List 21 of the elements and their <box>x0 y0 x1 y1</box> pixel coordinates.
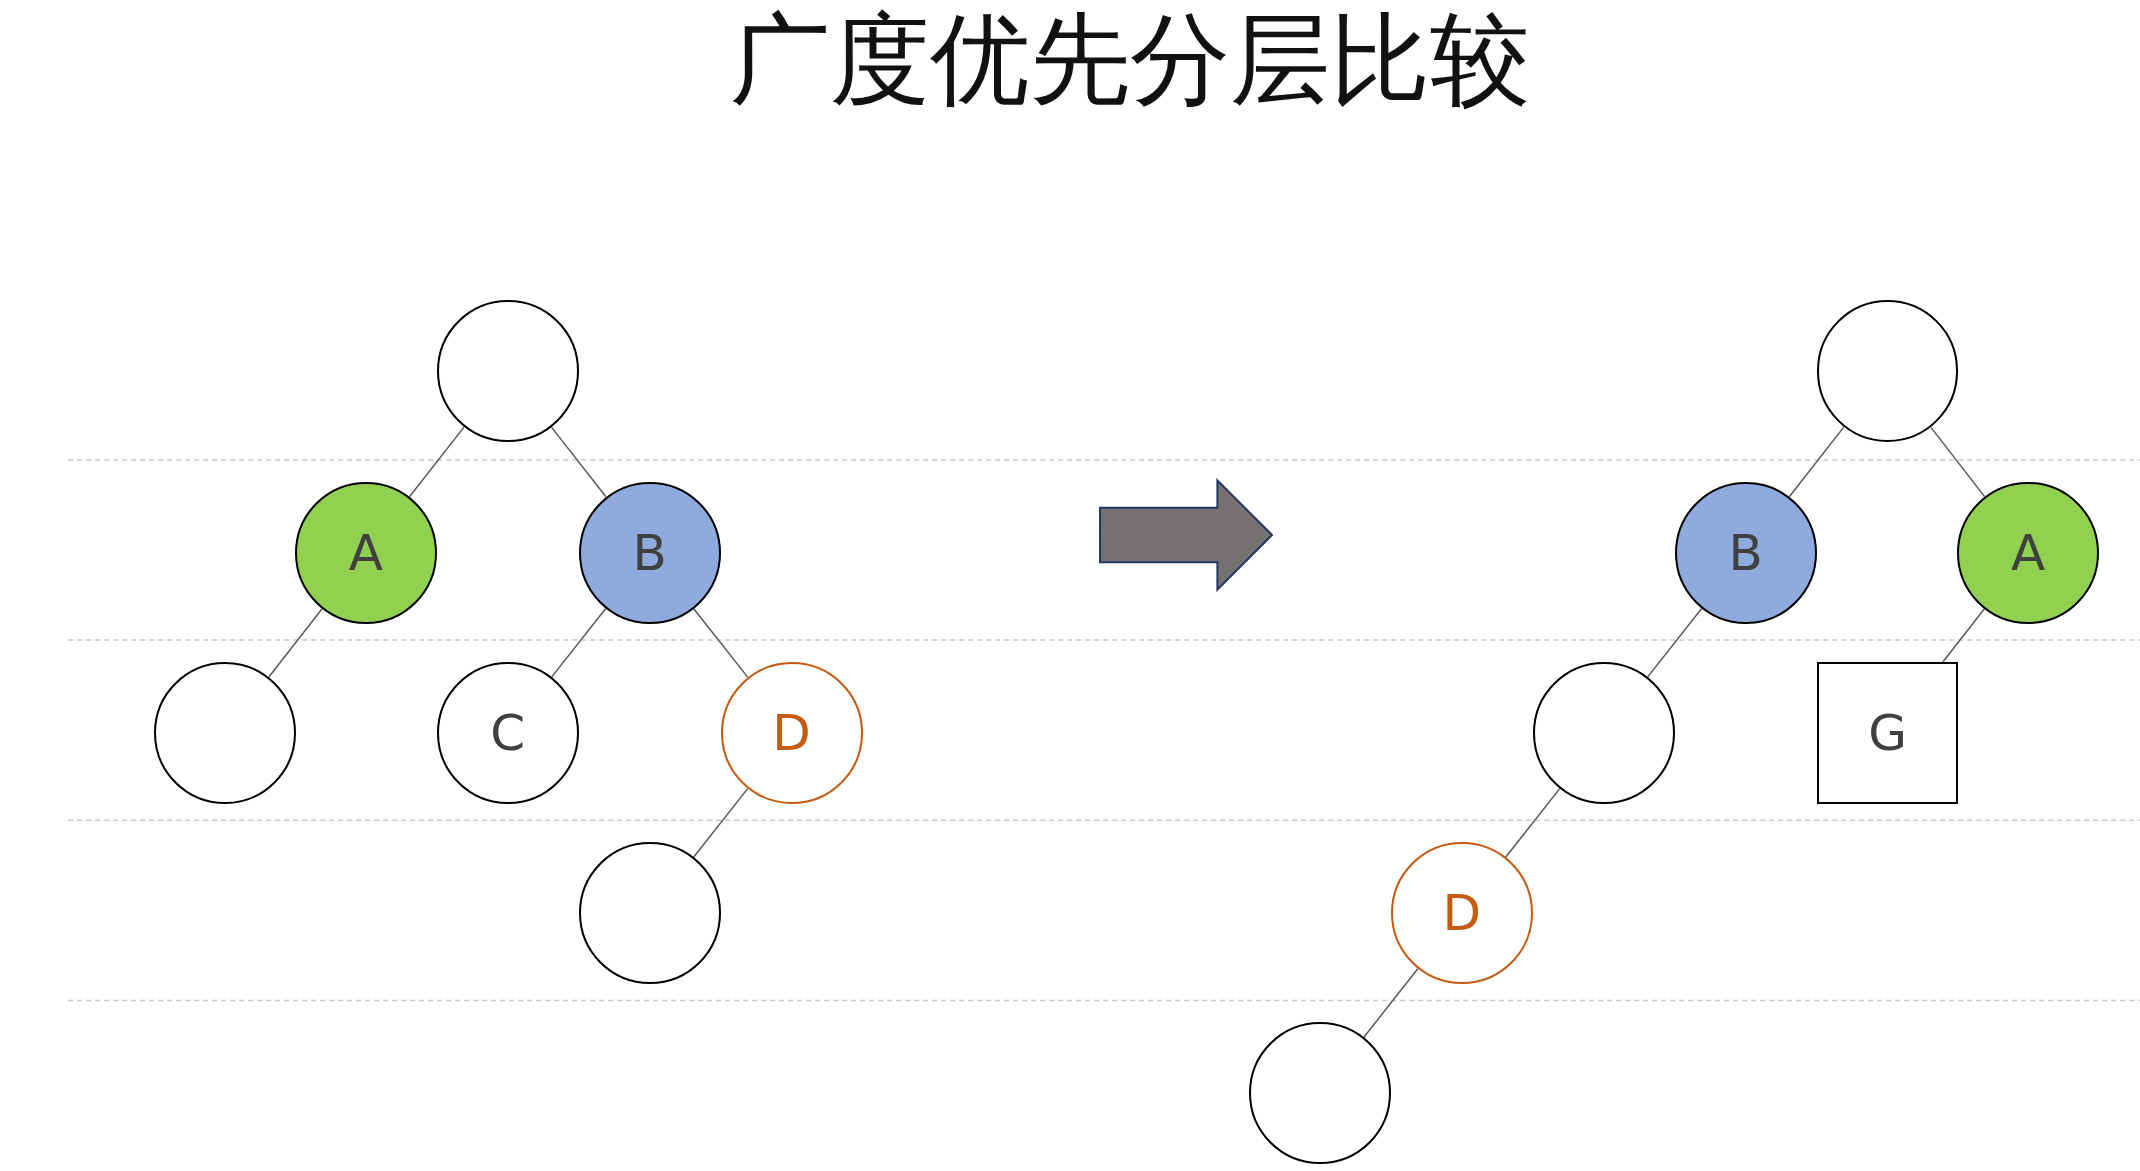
circle-node: C <box>436 661 579 804</box>
tree-edge <box>1362 968 1419 1039</box>
circle-node: D <box>720 661 863 804</box>
tree-edge <box>1930 426 1986 498</box>
circle-node: A <box>294 481 437 624</box>
circle-node: A <box>1957 481 2100 624</box>
tree-edge <box>692 607 749 678</box>
circle-node: D <box>1390 842 1533 984</box>
tree-edge <box>268 607 323 678</box>
circle-node: B <box>1674 481 1817 624</box>
tree-edge <box>550 607 607 678</box>
tree-edge <box>1788 426 1845 498</box>
tree-edge <box>408 426 465 498</box>
tree-edge <box>692 787 749 859</box>
tree-edge <box>1646 607 1703 678</box>
tree-edge <box>550 426 607 498</box>
tree-edge <box>1504 787 1561 859</box>
circle-node: B <box>578 481 721 624</box>
tree-edge <box>1942 607 1986 663</box>
title: 广度优先分层比较 <box>730 2 1530 117</box>
square-node: G <box>1816 661 1959 804</box>
